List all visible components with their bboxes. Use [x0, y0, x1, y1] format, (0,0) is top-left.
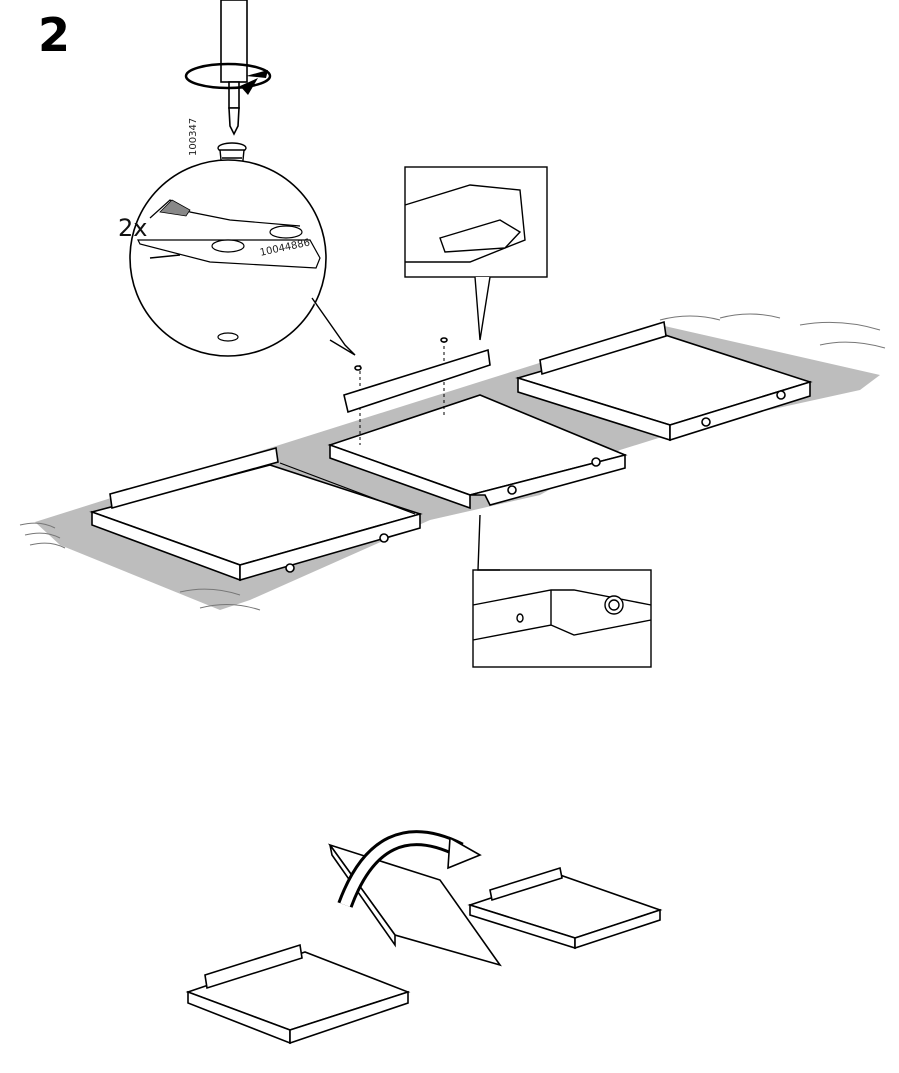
flip-illustration — [188, 845, 660, 1043]
screw-part-number: 100347 — [188, 118, 199, 156]
step-number: 2 — [38, 8, 70, 62]
screwdriver-icon — [221, 0, 247, 134]
detail-box-hinge — [405, 167, 547, 340]
quantity-label: 2x — [118, 214, 147, 242]
magnified-detail-circle — [130, 160, 355, 356]
detail-box-edge — [473, 515, 651, 667]
